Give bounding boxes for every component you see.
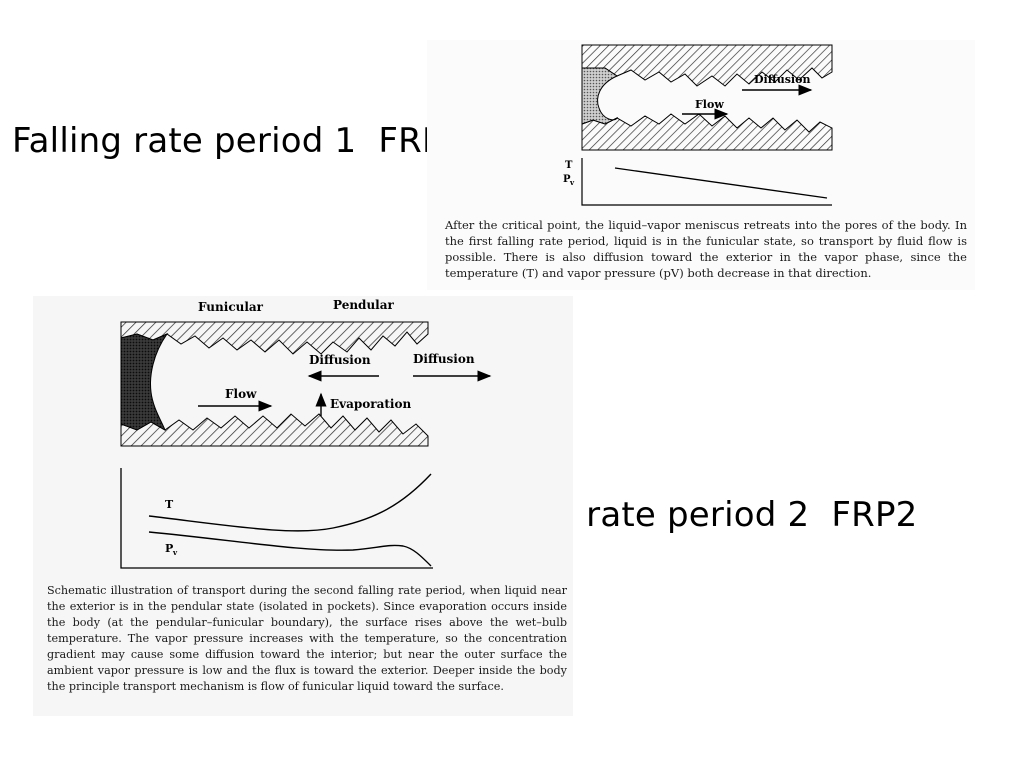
frp2-t-curve-label: T xyxy=(165,498,174,511)
frp2-pendular-label: Pendular xyxy=(333,298,395,312)
frp1-flow-label: Flow xyxy=(695,98,724,111)
frp1-t-axis-label: T xyxy=(565,160,573,171)
frp2-diagram: Funicular Pendular Flow Diffusion Diffus… xyxy=(120,298,492,569)
frp1-pv-subscript: v xyxy=(569,178,575,187)
frp1-liquid-meniscus xyxy=(581,67,619,125)
frp2-diffusion-inner-label: Diffusion xyxy=(309,353,371,367)
frp1-profile-line xyxy=(614,167,828,199)
frp2-top-wall xyxy=(120,321,429,355)
frp2-pv-curve-label: P xyxy=(165,542,173,555)
frp1-pv-axis-label: P xyxy=(563,174,571,185)
figure-frp2: Funicular Pendular Flow Diffusion Diffus… xyxy=(33,296,573,716)
frp2-liquid-meniscus xyxy=(120,332,169,432)
frp2-diffusion-outer-label: Diffusion xyxy=(413,352,475,366)
caption-frp2: Schematic illustration of transport duri… xyxy=(47,584,567,693)
frp2-t-curve xyxy=(148,473,432,532)
frp2-pv-curve xyxy=(148,531,432,567)
figure-frp1: Flow Diffusion T P v After the critical … xyxy=(427,40,975,290)
frp1-axes xyxy=(581,158,832,206)
frp2-bottom-wall xyxy=(120,413,429,447)
frp2-pv-subscript: v xyxy=(172,548,178,557)
frp1-bottom-wall xyxy=(581,113,833,151)
caption-frp1: After the critical point, the liquid–vap… xyxy=(445,218,967,280)
heading-frp1: Falling rate period 1 FRP1 xyxy=(12,121,465,161)
frp2-flow-label: Flow xyxy=(225,387,257,401)
frp1-diffusion-label: Diffusion xyxy=(754,73,810,86)
frp2-axes xyxy=(120,468,433,569)
frp2-funicular-label: Funicular xyxy=(198,300,264,314)
frp1-diagram: Flow Diffusion T P v xyxy=(563,44,833,206)
frp2-evaporation-label: Evaporation xyxy=(330,397,411,411)
